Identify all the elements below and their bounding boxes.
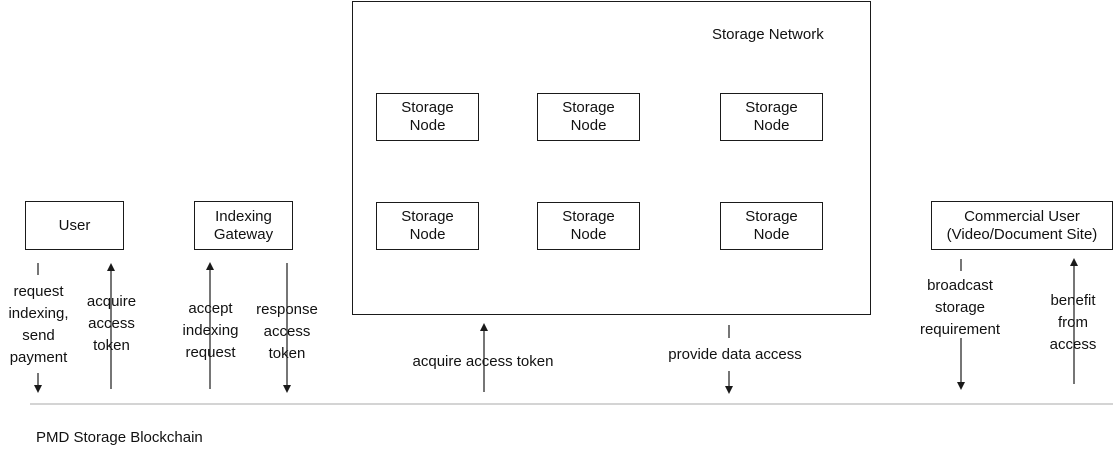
commercial-benefit-label: benefit from access [1049, 292, 1097, 353]
user-request-label: request indexing, send payment [8, 283, 69, 366]
network-acquire-label: acquire access token [412, 353, 554, 370]
indexing-gateway-box: Indexing Gateway [194, 201, 293, 250]
storage-node-3: Storage Node [720, 93, 823, 141]
user-box: User [25, 201, 124, 250]
storage-network-container [352, 1, 871, 315]
storage-node-1: Storage Node [376, 93, 479, 141]
storage-node-4: Storage Node [376, 202, 479, 250]
blockchain-label: PMD Storage Blockchain [36, 429, 203, 446]
network-provide-label: provide data access [668, 346, 802, 363]
storage-network-title: Storage Network [712, 26, 824, 43]
storage-node-5: Storage Node [537, 202, 640, 250]
commercial-broadcast-label: broadcast storage requirement [919, 277, 1001, 338]
commercial-user-box: Commercial User (Video/Document Site) [931, 201, 1113, 250]
storage-node-2: Storage Node [537, 93, 640, 141]
storage-node-6: Storage Node [720, 202, 823, 250]
